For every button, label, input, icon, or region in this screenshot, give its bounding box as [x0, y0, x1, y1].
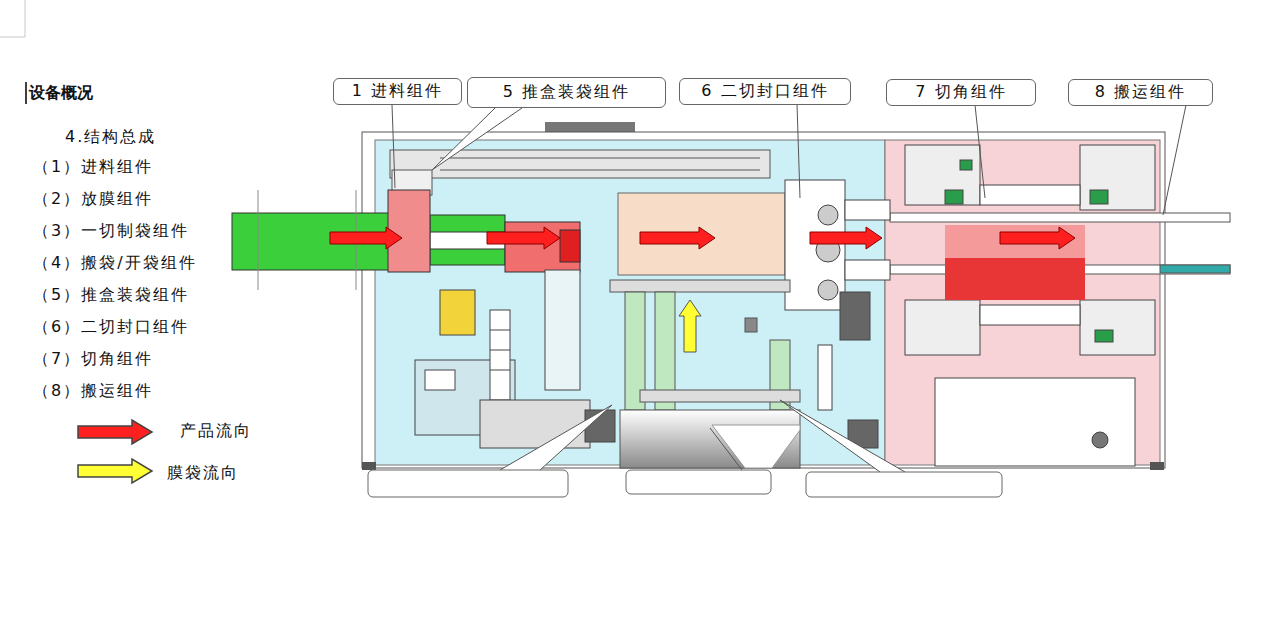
corner-mark	[0, 0, 25, 37]
product-flow-arrow	[330, 227, 1075, 249]
film-flow-arrow	[679, 300, 701, 352]
part-list-item: （7）切角组件	[33, 349, 153, 370]
feed-conveyor	[232, 190, 785, 290]
legend-text: 产品流向	[180, 421, 252, 442]
callout-label: 6 二切封口组件	[701, 81, 828, 102]
empty-callout	[368, 470, 1002, 497]
part-list-item: （1）进料组件	[33, 157, 153, 178]
callout-box: 5 推盒装袋组件	[467, 77, 666, 108]
callout-box: 1 进料组件	[333, 78, 462, 105]
callout-box: 7 切角组件	[886, 79, 1036, 106]
legend-arrow	[76, 457, 156, 485]
sealing-module	[785, 180, 890, 448]
title-bar	[25, 82, 27, 104]
leader-line	[392, 104, 1186, 472]
part-list-item: （2）放膜组件	[33, 189, 153, 210]
callout-label: 5 推盒装袋组件	[503, 82, 630, 103]
part-list-item: （6）二切封口组件	[33, 317, 189, 338]
part-list-item: （5）推盒装袋组件	[33, 285, 189, 306]
part-list-item: （3）一切制袋组件	[33, 221, 189, 242]
cutting-module	[905, 145, 1155, 466]
legend-text: 膜袋流向	[167, 463, 239, 484]
part-list-item: （4）搬袋/开袋组件	[33, 253, 197, 274]
page-title: 设备概况	[29, 83, 93, 104]
callout-label: 8 搬运组件	[1095, 82, 1186, 103]
machine-frame	[362, 122, 1165, 470]
film-module	[610, 280, 800, 468]
callout-box: 6 二切封口组件	[679, 78, 851, 105]
legend-arrow	[76, 418, 156, 446]
section-heading: 4.结构总成	[65, 127, 156, 148]
callout-box: 8 搬运组件	[1068, 79, 1213, 106]
part-list-item: （8）搬运组件	[33, 381, 153, 402]
callout-label: 7 切角组件	[915, 82, 1006, 103]
callout-label: 1 进料组件	[352, 81, 443, 102]
product	[945, 225, 1085, 300]
